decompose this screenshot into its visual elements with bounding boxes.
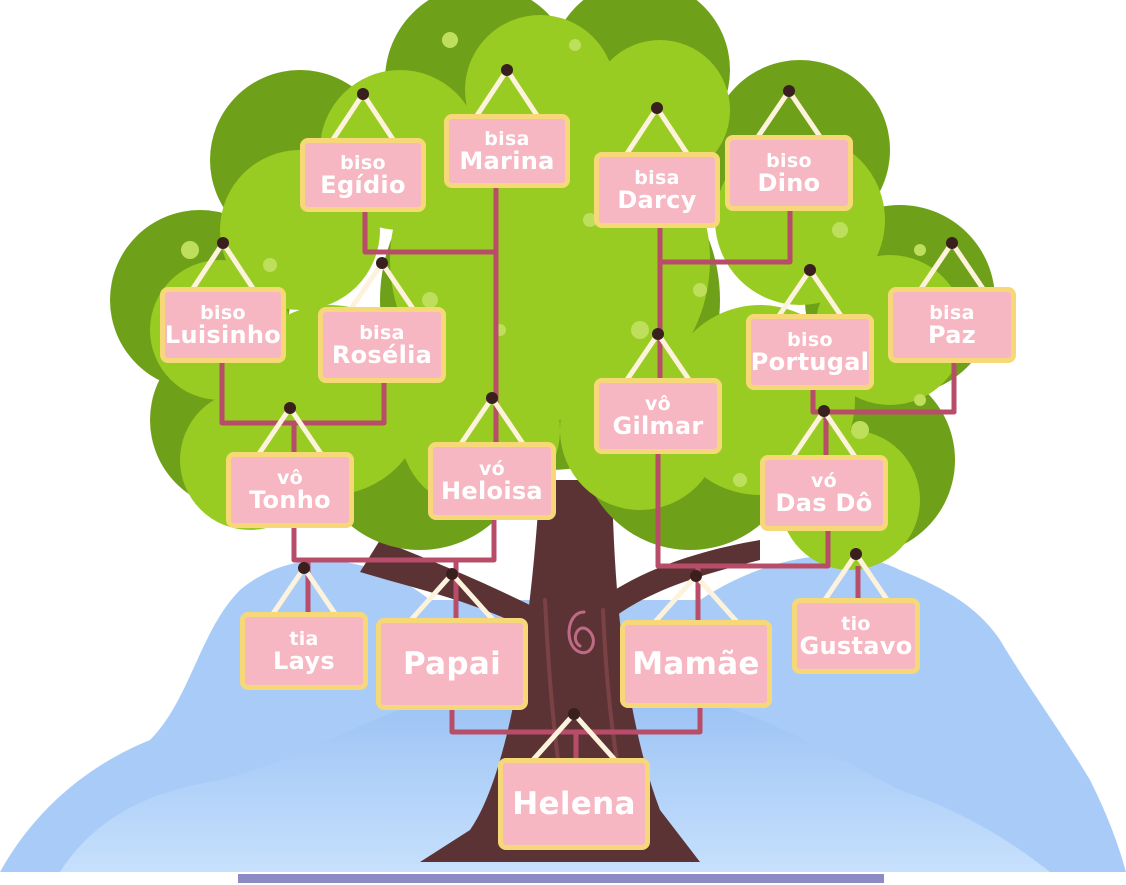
- nail-icon: [850, 548, 862, 560]
- relation-label: bisa: [484, 127, 530, 150]
- sign-papai: Papai: [376, 618, 528, 710]
- nail-icon: [376, 257, 388, 269]
- relation-label: biso: [200, 301, 246, 324]
- relation-label: vó: [478, 457, 506, 480]
- person-name: Marina: [459, 146, 555, 175]
- connector-gilmar-dasdo: [655, 440, 831, 569]
- relation-label: bisa: [929, 301, 975, 324]
- person-name: Das Dô: [775, 488, 873, 517]
- person-name: Darcy: [617, 185, 697, 214]
- sign-helena: Helena: [498, 758, 650, 850]
- person-name: Gilmar: [612, 411, 704, 440]
- relation-label: tio: [841, 612, 871, 635]
- relation-label: biso: [340, 151, 386, 174]
- nail-icon: [783, 85, 795, 97]
- relation-label: biso: [787, 328, 833, 351]
- relation-label: bisa: [634, 166, 680, 189]
- person-name: Papai: [402, 646, 502, 682]
- connector-portugal-paz: [810, 355, 957, 415]
- nail-icon: [946, 237, 958, 249]
- person-name: Paz: [927, 320, 976, 349]
- relation-label: vô: [644, 392, 672, 415]
- relation-label: tia: [289, 627, 319, 650]
- person-name: Dino: [757, 168, 821, 197]
- nail-icon: [217, 237, 229, 249]
- nail-icon: [501, 64, 513, 76]
- nail-icon: [284, 402, 296, 414]
- nail-icon: [486, 392, 498, 404]
- nail-icon: [446, 568, 458, 580]
- relation-label: vó: [810, 469, 838, 492]
- nail-icon: [804, 264, 816, 276]
- ground-line: [238, 874, 884, 883]
- relation-label: bisa: [359, 321, 405, 344]
- sign-mamae: Mamãe: [620, 620, 772, 708]
- nail-icon: [690, 570, 702, 582]
- person-name: Lays: [273, 646, 335, 675]
- nail-icon: [357, 88, 369, 100]
- relation-label: vô: [276, 466, 304, 489]
- connector-egidio-marina: [362, 200, 496, 255]
- person-name: Egídio: [320, 170, 406, 199]
- person-name: Luisinho: [164, 320, 282, 349]
- person-name: Heloisa: [441, 476, 543, 505]
- person-name: Tonho: [249, 485, 331, 514]
- nail-icon: [298, 562, 310, 574]
- person-name: Mamãe: [632, 646, 760, 682]
- nail-icon: [568, 708, 580, 720]
- person-name: Gustavo: [799, 631, 913, 660]
- person-name: Helena: [512, 786, 636, 822]
- connector-darcy-dino: [657, 200, 793, 265]
- connector-tonho-heloisa: [291, 510, 497, 563]
- person-name: Rosélia: [331, 340, 433, 369]
- nail-icon: [818, 405, 830, 417]
- nail-icon: [652, 328, 664, 340]
- person-name: Portugal: [750, 347, 870, 376]
- relation-label: biso: [766, 149, 812, 172]
- nail-icon: [651, 102, 663, 114]
